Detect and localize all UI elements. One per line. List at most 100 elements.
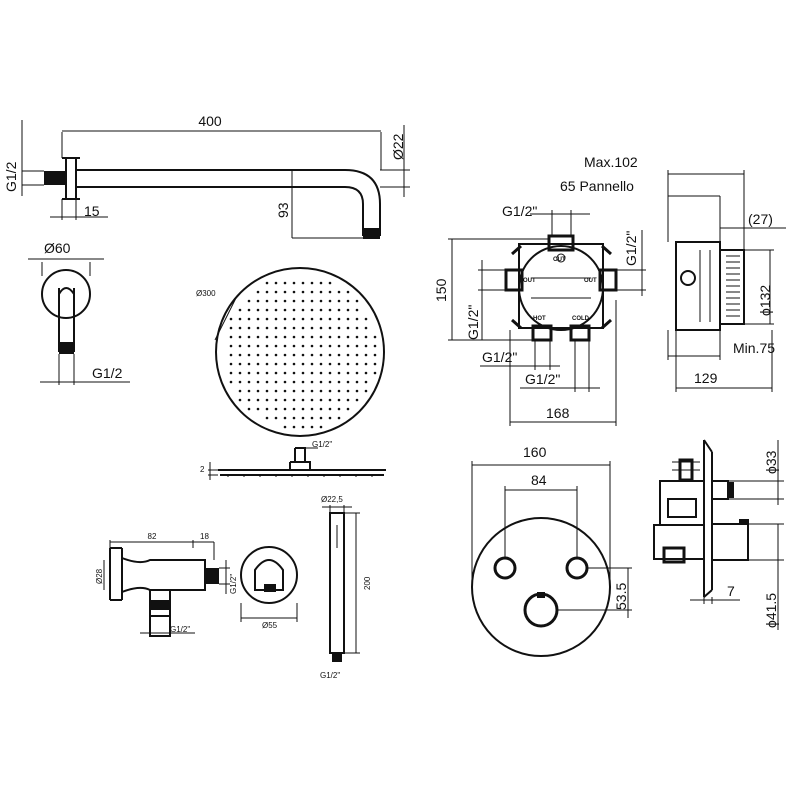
- hand-shower-view: Ø22,5 200 G1/2": [320, 495, 372, 680]
- box-150-dimline: [448, 238, 549, 341]
- head-nozzle-dot: [283, 407, 287, 411]
- head-nozzle-dot: [292, 299, 296, 303]
- valve-7-label: 7: [727, 583, 735, 599]
- head-nozzle-dot: [247, 344, 251, 348]
- head-nozzle-dot: [337, 344, 341, 348]
- head-nozzle-dot: [310, 353, 314, 357]
- head-nozzle-dot: [355, 308, 359, 312]
- head-nozzle-dot: [301, 290, 305, 294]
- head-nozzle-dot: [346, 353, 350, 357]
- head-nozzle-dot: [337, 317, 341, 321]
- box-hot-label: HOT: [533, 316, 546, 322]
- head-nozzle-dot: [328, 407, 332, 411]
- valve-top-lines: [672, 461, 700, 471]
- head-nozzle-dot: [301, 380, 305, 384]
- head-nozzle-dot: [265, 326, 269, 330]
- head-nozzle-dot: [274, 398, 278, 402]
- head-nozzle-dot: [238, 308, 242, 312]
- head-nozzle-dot: [283, 416, 287, 420]
- box-bottom-thread-dimline-1: [480, 340, 560, 370]
- head-nozzle-dot: [310, 380, 314, 384]
- head-nozzle-dot: [283, 389, 287, 393]
- head-nozzle-dot: [301, 425, 305, 429]
- flange-diameter-label: Ø60: [44, 240, 71, 256]
- head-nozzle-dot: [328, 335, 332, 339]
- head-nozzle-dot: [292, 281, 296, 285]
- valve-41-dimline: [748, 523, 784, 630]
- head-nozzle-dot: [355, 353, 359, 357]
- head-nozzle-dot: [265, 398, 269, 402]
- hand-dia-label: Ø22,5: [321, 495, 343, 504]
- holder-outer-circle: [240, 546, 298, 604]
- head-thickness-label: 2: [200, 465, 205, 474]
- arm-end-hatch: [363, 228, 380, 239]
- head-nozzle-dot: [274, 353, 278, 357]
- head-nozzle-dot: [274, 362, 278, 366]
- valve-lower-knob: [711, 523, 749, 561]
- box-hot-port: [531, 324, 553, 342]
- head-nozzle-dot: [337, 380, 341, 384]
- head-nozzle-dot: [256, 326, 260, 330]
- box-side-ribs: [726, 255, 740, 317]
- head-nozzle-dot: [292, 362, 296, 366]
- head-nozzle-dot: [256, 371, 260, 375]
- head-nozzle-dot: [364, 380, 368, 384]
- box-out-left-label: OUT: [523, 278, 536, 284]
- box-max-label: Max.102: [584, 154, 638, 170]
- head-nozzle-dot: [319, 416, 323, 420]
- plate-160-label: 160: [523, 444, 547, 460]
- head-nozzle-dot: [310, 326, 314, 330]
- head-nozzle-dot: [274, 407, 278, 411]
- head-nozzle-dot: [256, 299, 260, 303]
- head-nozzle-dot: [328, 389, 332, 393]
- arm-diameter-label: Ø22: [390, 133, 406, 160]
- head-nozzle-dot: [319, 299, 323, 303]
- holder-dimline: [240, 603, 298, 622]
- head-nozzle-dot: [310, 299, 314, 303]
- head-nozzle-dot: [283, 299, 287, 303]
- head-nozzle-dot: [265, 299, 269, 303]
- front-plate-view: 160 84 53.5: [471, 444, 632, 657]
- head-nozzle-dot: [265, 416, 269, 420]
- arm-thread-dimline: [21, 120, 44, 196]
- box-min-dimline: [667, 330, 721, 360]
- head-nozzle-dot: [256, 362, 260, 366]
- head-nozzle-dot: [283, 344, 287, 348]
- plate-center-marker: [537, 592, 545, 598]
- head-nozzle-dot: [346, 362, 350, 366]
- head-nozzle-dot: [229, 326, 233, 330]
- head-nozzle-dot: [265, 335, 269, 339]
- box-top-thread-label: G1/2": [502, 203, 537, 219]
- head-nozzle-dot: [328, 299, 332, 303]
- head-nozzle-dot: [346, 326, 350, 330]
- head-nozzle-dot: [373, 362, 377, 366]
- holder-dia-label: Ø55: [262, 621, 278, 630]
- hand-thread-label: G1/2": [320, 671, 340, 680]
- arm-thread-label: G1/2: [3, 161, 19, 192]
- head-side-connector: [289, 447, 311, 470]
- head-nozzle-dot: [283, 380, 287, 384]
- box-129-dimline: [675, 330, 773, 392]
- outlet-side-thread-label: G1/2": [229, 574, 238, 594]
- head-nozzle-dot: [256, 344, 260, 348]
- head-nozzle-dot: [229, 362, 233, 366]
- plate-circle: [471, 517, 611, 657]
- box-top-port: [547, 234, 575, 252]
- head-nozzle-dot: [247, 398, 251, 402]
- head-nozzle-dot: [274, 299, 278, 303]
- head-nozzle-dot: [355, 389, 359, 393]
- head-nozzle-dot: [265, 344, 269, 348]
- head-nozzle-dot: [274, 326, 278, 330]
- head-nozzle-dot: [229, 353, 233, 357]
- box-max-dimline: [667, 170, 745, 250]
- head-nozzle-dot: [373, 344, 377, 348]
- head-nozzle-dot: [319, 389, 323, 393]
- head-nozzle-dot: [229, 335, 233, 339]
- head-nozzle-dot: [301, 344, 305, 348]
- head-nozzle-dot: [238, 362, 242, 366]
- box-right-port: [598, 268, 618, 292]
- plate-84-label: 84: [531, 472, 547, 488]
- head-nozzle-dot: [229, 371, 233, 375]
- head-nozzle-dot: [337, 308, 341, 312]
- head-nozzle-dot: [364, 317, 368, 321]
